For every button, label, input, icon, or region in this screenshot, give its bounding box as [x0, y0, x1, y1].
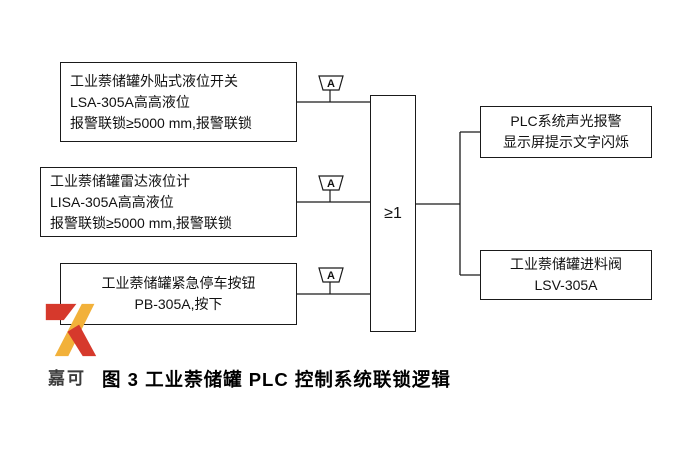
jiake-logo	[44, 300, 98, 365]
input-box-level-switch: 工业萘储罐外贴式液位开关 LSA-305A高高液位 报警联锁≥5000 mm,报…	[60, 62, 297, 142]
figure-caption: 图 3 工业萘储罐 PLC 控制系统联锁逻辑	[102, 369, 451, 390]
alarm-flag-icon-3: A	[318, 267, 344, 294]
output1-line1: PLC系统声光报警	[510, 113, 622, 129]
alarm-flag-icon-2: A	[318, 175, 344, 202]
or-gate-box: ≥1	[370, 95, 416, 332]
alarm-flag-icon-1: A	[318, 75, 344, 102]
or-gate-label: ≥1	[384, 204, 402, 222]
jiake-logo-icon	[45, 303, 97, 357]
input3-line1: 工业萘储罐紧急停车按钮	[101, 275, 256, 291]
output-box-feed-valve: 工业萘储罐进料阀 LSV-305A	[480, 250, 652, 300]
output1-line2: 显示屏提示文字闪烁	[503, 134, 629, 150]
alarm-flag-label-3: A	[327, 270, 335, 282]
input3-line2: PB-305A,按下	[134, 296, 223, 312]
input1-line2: LSA-305A高高液位	[70, 93, 190, 110]
output2-line1: 工业萘储罐进料阀	[510, 256, 622, 272]
alarm-flag-label-1: A	[327, 78, 335, 90]
alarm-flag-label-2: A	[327, 178, 335, 190]
output2-line2: LSV-305A	[534, 277, 598, 293]
input-box-emergency-stop: 工业萘储罐紧急停车按钮 PB-305A,按下	[60, 263, 297, 325]
input2-line2: LISA-305A高高液位	[50, 193, 174, 210]
input2-line3: 报警联锁≥5000 mm,报警联锁	[50, 214, 232, 231]
output-box-plc-alarm: PLC系统声光报警 显示屏提示文字闪烁	[480, 106, 652, 158]
input1-line1: 工业萘储罐外贴式液位开关	[70, 72, 238, 89]
logo-brand-text: 嘉可	[48, 369, 86, 388]
input2-line1: 工业萘储罐雷达液位计	[50, 172, 190, 189]
input1-line3: 报警联锁≥5000 mm,报警联锁	[70, 114, 252, 131]
input-box-radar-gauge: 工业萘储罐雷达液位计 LISA-305A高高液位 报警联锁≥5000 mm,报警…	[40, 167, 297, 237]
